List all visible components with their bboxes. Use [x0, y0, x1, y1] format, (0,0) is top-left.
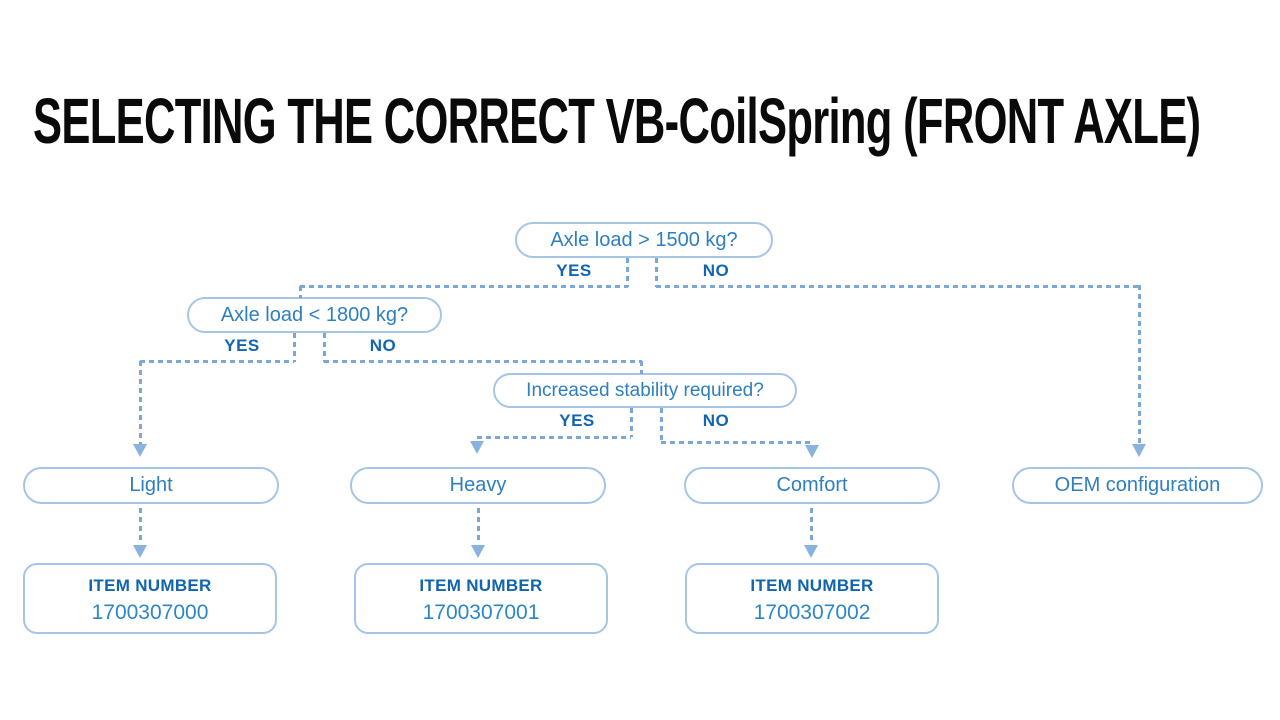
item-number-heading: ITEM NUMBER [750, 576, 874, 595]
decision-node-increased-stability: Increased stability required? [493, 373, 797, 408]
item-number-value: 1700307002 [753, 601, 871, 624]
connector-line [324, 360, 642, 363]
outcome-node-comfort: Comfort [684, 467, 940, 504]
connector-line [655, 258, 658, 287]
connector-line [1138, 285, 1141, 443]
connector-line [139, 508, 142, 544]
connector-line [661, 441, 813, 444]
yes-label: YES [559, 411, 595, 430]
item-number-heading: ITEM NUMBER [88, 576, 212, 595]
yes-label: YES [224, 336, 260, 355]
item-number-box: ITEM NUMBER 1700307000 [23, 563, 277, 634]
connector-line [660, 408, 663, 441]
item-number-box: ITEM NUMBER 1700307001 [354, 563, 608, 634]
connector-line [477, 508, 480, 544]
decision-node-axle-load-1800: Axle load < 1800 kg? [187, 297, 442, 333]
connector-line [139, 361, 142, 444]
page-title: SELECTING THE CORRECT VB-CoilSpring (FRO… [33, 85, 1201, 157]
outcome-node-light: Light [23, 467, 279, 504]
outcome-node-oem-configuration: OEM configuration [1012, 467, 1263, 504]
item-number-value: 1700307001 [422, 601, 540, 624]
decision-node-axle-load-1500: Axle load > 1500 kg? [515, 222, 773, 258]
connector-line [626, 258, 629, 287]
item-number-box: ITEM NUMBER 1700307002 [685, 563, 939, 634]
no-label: NO [369, 336, 397, 355]
arrow-down-icon [804, 545, 818, 558]
connector-line [299, 286, 302, 298]
arrow-down-icon [470, 441, 484, 454]
arrow-down-icon [471, 545, 485, 558]
connector-line [293, 333, 296, 362]
arrow-down-icon [1132, 444, 1146, 457]
arrow-down-icon [133, 545, 147, 558]
connector-line [477, 436, 631, 439]
no-label: NO [702, 261, 730, 280]
arrow-down-icon [133, 444, 147, 457]
connector-line [300, 285, 628, 288]
connector-line [656, 285, 1141, 288]
connector-line [810, 508, 813, 544]
no-label: NO [702, 411, 730, 430]
outcome-node-heavy: Heavy [350, 467, 606, 504]
arrow-down-icon [805, 445, 819, 458]
item-number-value: 1700307000 [91, 601, 209, 624]
item-number-heading: ITEM NUMBER [419, 576, 543, 595]
connector-line [640, 361, 643, 374]
connector-line [630, 408, 633, 437]
connector-line [323, 333, 326, 362]
yes-label: YES [556, 261, 592, 280]
connector-line [140, 360, 294, 363]
